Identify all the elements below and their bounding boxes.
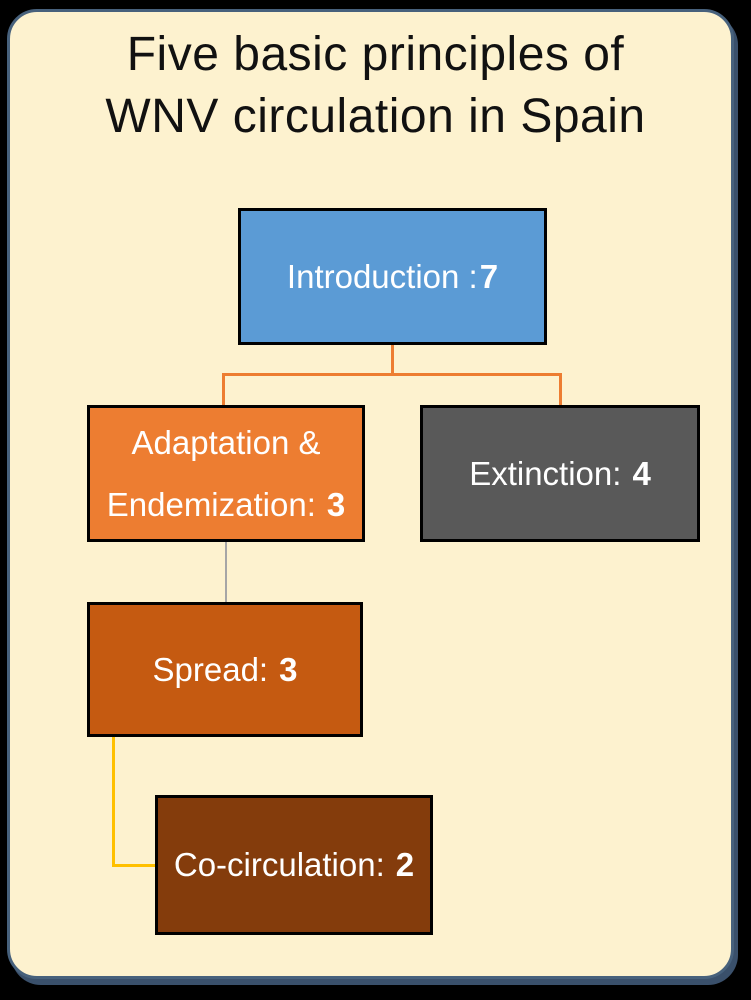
connector-into-cocirculation <box>112 864 155 867</box>
connector-spread-down <box>112 737 115 867</box>
node-introduction: Introduction :7 <box>238 208 547 345</box>
title-line-2: WNV circulation in Spain <box>105 90 646 143</box>
node-adaptation-count: 3 <box>326 485 346 523</box>
node-spread-text: Spread: 3 <box>153 651 298 689</box>
node-adaptation-line2: Endemization: 3 <box>107 474 345 536</box>
node-adaptation-label: Endemization: <box>106 485 316 523</box>
node-extinction-label: Extinction: <box>469 454 622 492</box>
connector-adaptation-to-spread <box>225 542 227 602</box>
connector-introduction-stem <box>391 345 394 376</box>
node-spread-count: 3 <box>279 650 298 688</box>
node-extinction: Extinction: 4 <box>420 405 700 542</box>
title-line-1: Five basic principles of <box>126 28 625 81</box>
node-adaptation-line1: Adaptation & <box>131 423 321 461</box>
node-spread-label: Spread: <box>152 650 269 688</box>
node-cocirculation: Co-circulation: 2 <box>155 795 433 935</box>
node-cocirculation-count: 2 <box>395 846 415 883</box>
node-introduction-label: Introduction : <box>286 257 478 295</box>
connector-drop-to-extinction <box>559 373 562 405</box>
node-spread: Spread: 3 <box>87 602 363 737</box>
diagram-title: Five basic principles of WNV circulation… <box>0 24 751 148</box>
node-cocirculation-text: Co-circulation: 2 <box>174 846 414 884</box>
connector-drop-to-adaptation <box>222 373 225 405</box>
node-extinction-count: 4 <box>632 454 651 492</box>
node-adaptation-endemization: Adaptation & Endemization: 3 <box>87 405 365 542</box>
node-cocirculation-label: Co-circulation: <box>173 846 385 883</box>
node-extinction-text: Extinction: 4 <box>469 455 651 493</box>
node-introduction-count: 7 <box>479 257 499 295</box>
connector-introduction-branch <box>222 373 562 376</box>
node-introduction-text: Introduction :7 <box>287 258 498 296</box>
